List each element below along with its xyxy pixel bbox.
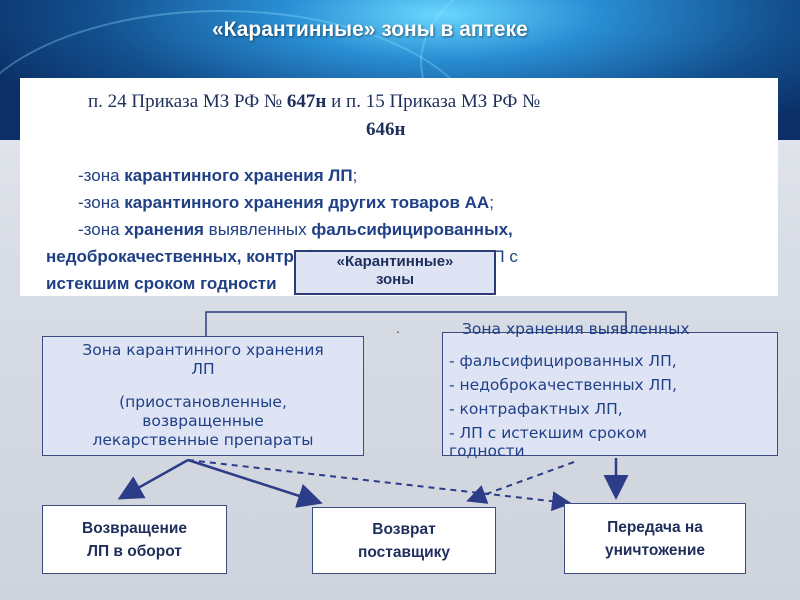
dashed-arrow-to-supplier [466, 461, 575, 504]
right-item: годности [449, 442, 525, 460]
zone-item-expired: истекшим сроком годности [46, 274, 277, 293]
identified-goods-heading: Зона хранения выявленных [462, 320, 690, 338]
zones-list: -зона карантинного хранения ЛП; -зона ка… [46, 162, 766, 297]
order-prefix: п. 24 Приказа МЗ РФ № [88, 91, 287, 112]
dashed-arrow-to-destruction [187, 459, 572, 512]
order-middle: и п. 15 Приказа МЗ РФ № [326, 91, 541, 112]
zone-item-quarantine-lp: -зона карантинного хранения ЛП; [78, 166, 358, 185]
order-reference: п. 24 Приказа МЗ РФ № 647н и п. 15 Прика… [88, 88, 758, 144]
zone-item-quarantine-other: -зона карантинного хранения других товар… [78, 193, 494, 212]
right-item: - недоброкачественных ЛП, [449, 376, 677, 394]
quarantine-storage-zone-box: Зона карантинного хранения ЛП (приостано… [42, 336, 364, 456]
arrow-to-return-turnover [117, 458, 189, 500]
quarantine-zones-box: «Карантинные» зоны [294, 250, 496, 295]
right-item: - контрафактных ЛП, [449, 400, 623, 418]
stray-dot: . [396, 322, 400, 336]
order-number-646: 646н [366, 119, 406, 140]
right-item: - фальсифицированных ЛП, [449, 352, 677, 370]
right-item: - ЛП с истекшим сроком [449, 424, 647, 442]
zone-item-falsified: -зона хранения выявленных фальсифицирова… [78, 220, 513, 239]
bracket-connector [205, 311, 627, 336]
order-number-647: 647н [286, 91, 327, 112]
arrow-to-return-supplier [187, 458, 323, 508]
identified-goods-zone-box: - фальсифицированных ЛП, - недоброкачест… [442, 332, 778, 460]
